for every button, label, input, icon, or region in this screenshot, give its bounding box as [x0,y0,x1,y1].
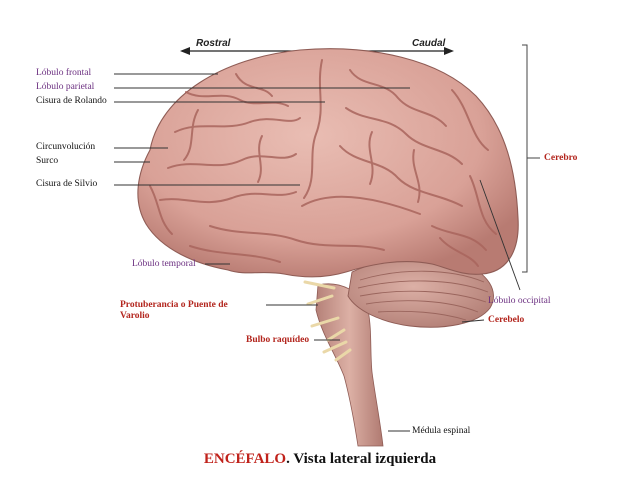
leader-lobulo-occipital [479,179,521,291]
label-lobulo-parietal: Lóbulo parietal [36,82,95,92]
label-lobulo-frontal: Lóbulo frontal [36,68,92,78]
label-circunvolucion: Circunvolución [36,142,96,152]
label-protuberancia: Protuberancia o Puente de Varolio [120,300,228,322]
label-protuberancia-line1: Protuberancia o Puente de [120,300,228,310]
label-cerebro: Cerebro [544,153,578,163]
nerve-root [334,348,352,362]
label-medula: Médula espinal [412,426,471,436]
title-rest: . Vista lateral izquierda [286,451,437,467]
label-cisura-rolando: Cisura de Rolando [36,96,107,106]
label-protuberancia-line2: Varolio [120,311,150,321]
leader-lines [114,73,521,432]
label-surco: Surco [36,156,59,166]
title-main: ENCÉFALO [203,451,287,467]
label-cerebelo: Cerebelo [488,315,525,325]
rostral-label: Rostral [196,38,231,49]
nerve-root [306,294,334,306]
nerve-root [303,280,336,290]
nerve-root [326,328,346,342]
label-lobulo-occipital: Lóbulo occipital [488,296,551,306]
label-cisura-silvio: Cisura de Silvio [36,179,98,189]
label-bulbo: Bulbo raquídeo [246,335,310,345]
rostral-arrowhead [180,47,190,55]
label-lobulo-temporal: Lóbulo temporal [132,259,196,269]
leader-cerebelo [461,319,485,323]
cranial-nerves [303,280,352,362]
nerve-root [310,316,340,328]
caudal-arrowhead [444,47,454,55]
caudal-label: Caudal [412,38,446,49]
cerebro-bracket [522,44,528,273]
diagram-title: ENCÉFALO. Vista lateral izquierda [0,451,640,468]
nerve-root [322,340,348,354]
cerebrum-sulci [149,59,497,267]
cerebrum-shape [137,48,519,278]
cerebellum-folia [357,270,489,321]
